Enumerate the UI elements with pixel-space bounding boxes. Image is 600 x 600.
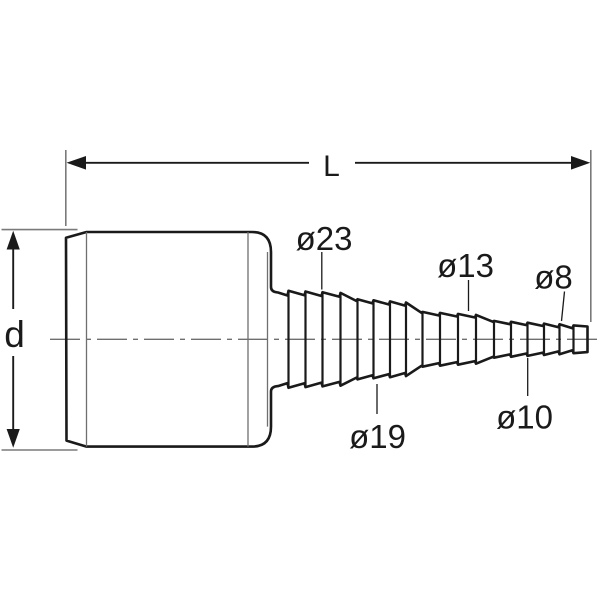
- arrowhead-right-icon: [571, 156, 591, 170]
- callout-dia10: ø10: [496, 358, 553, 436]
- dimension-length: L: [65, 150, 592, 322]
- label-dia19: ø19: [349, 418, 406, 455]
- barb-edge-lines: [287, 290, 575, 388]
- callout-dia19: ø19: [349, 384, 406, 455]
- label-dia10: ø10: [496, 399, 553, 436]
- label-dia23: ø23: [296, 220, 353, 257]
- callout-dia13: ø13: [437, 247, 494, 311]
- callout-dia23: ø23: [296, 220, 353, 290]
- label-dia13: ø13: [437, 247, 494, 284]
- arrowhead-down-icon: [6, 429, 20, 448]
- arrowhead-left-icon: [66, 156, 86, 170]
- arrowhead-up-icon: [6, 230, 20, 250]
- dimension-diameter: d: [1, 228, 78, 451]
- label-length: L: [323, 150, 340, 183]
- callout-dia8: ø8: [534, 259, 573, 322]
- label-dia8: ø8: [534, 259, 573, 296]
- leader-line-dia8: [560, 291, 566, 322]
- label-diameter: d: [4, 314, 25, 355]
